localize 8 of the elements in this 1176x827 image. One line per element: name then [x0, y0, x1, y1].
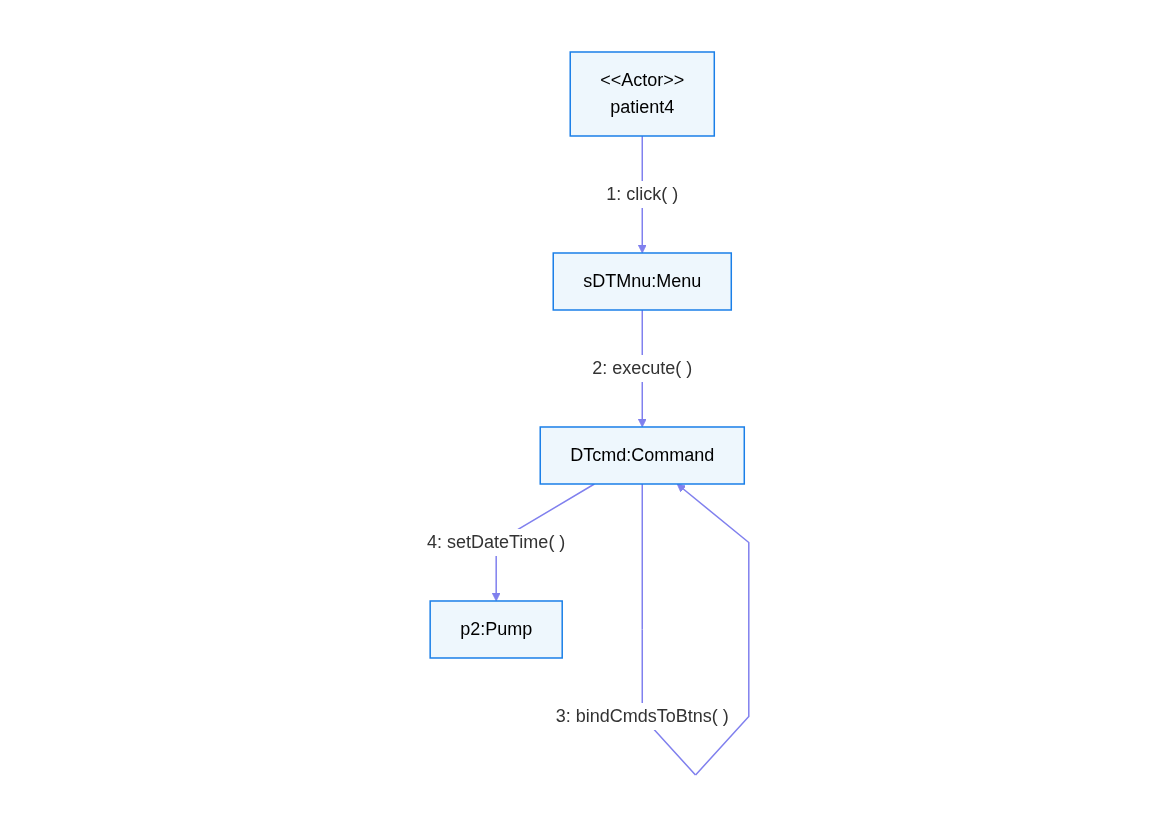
edge-label: 4: setDateTime( )	[427, 531, 566, 552]
edge-label: 3: bindCmdsToBtns( )	[555, 705, 729, 726]
node-box: sDTMnu:Menu	[552, 252, 733, 311]
edge-label: 1: click( )	[606, 183, 679, 204]
node-box: p2:Pump	[429, 600, 564, 659]
edge-label: 2: execute( )	[592, 357, 693, 378]
node-box: DTcmd:Command	[539, 426, 746, 485]
node-box: <<Actor>> patient4	[569, 51, 716, 137]
